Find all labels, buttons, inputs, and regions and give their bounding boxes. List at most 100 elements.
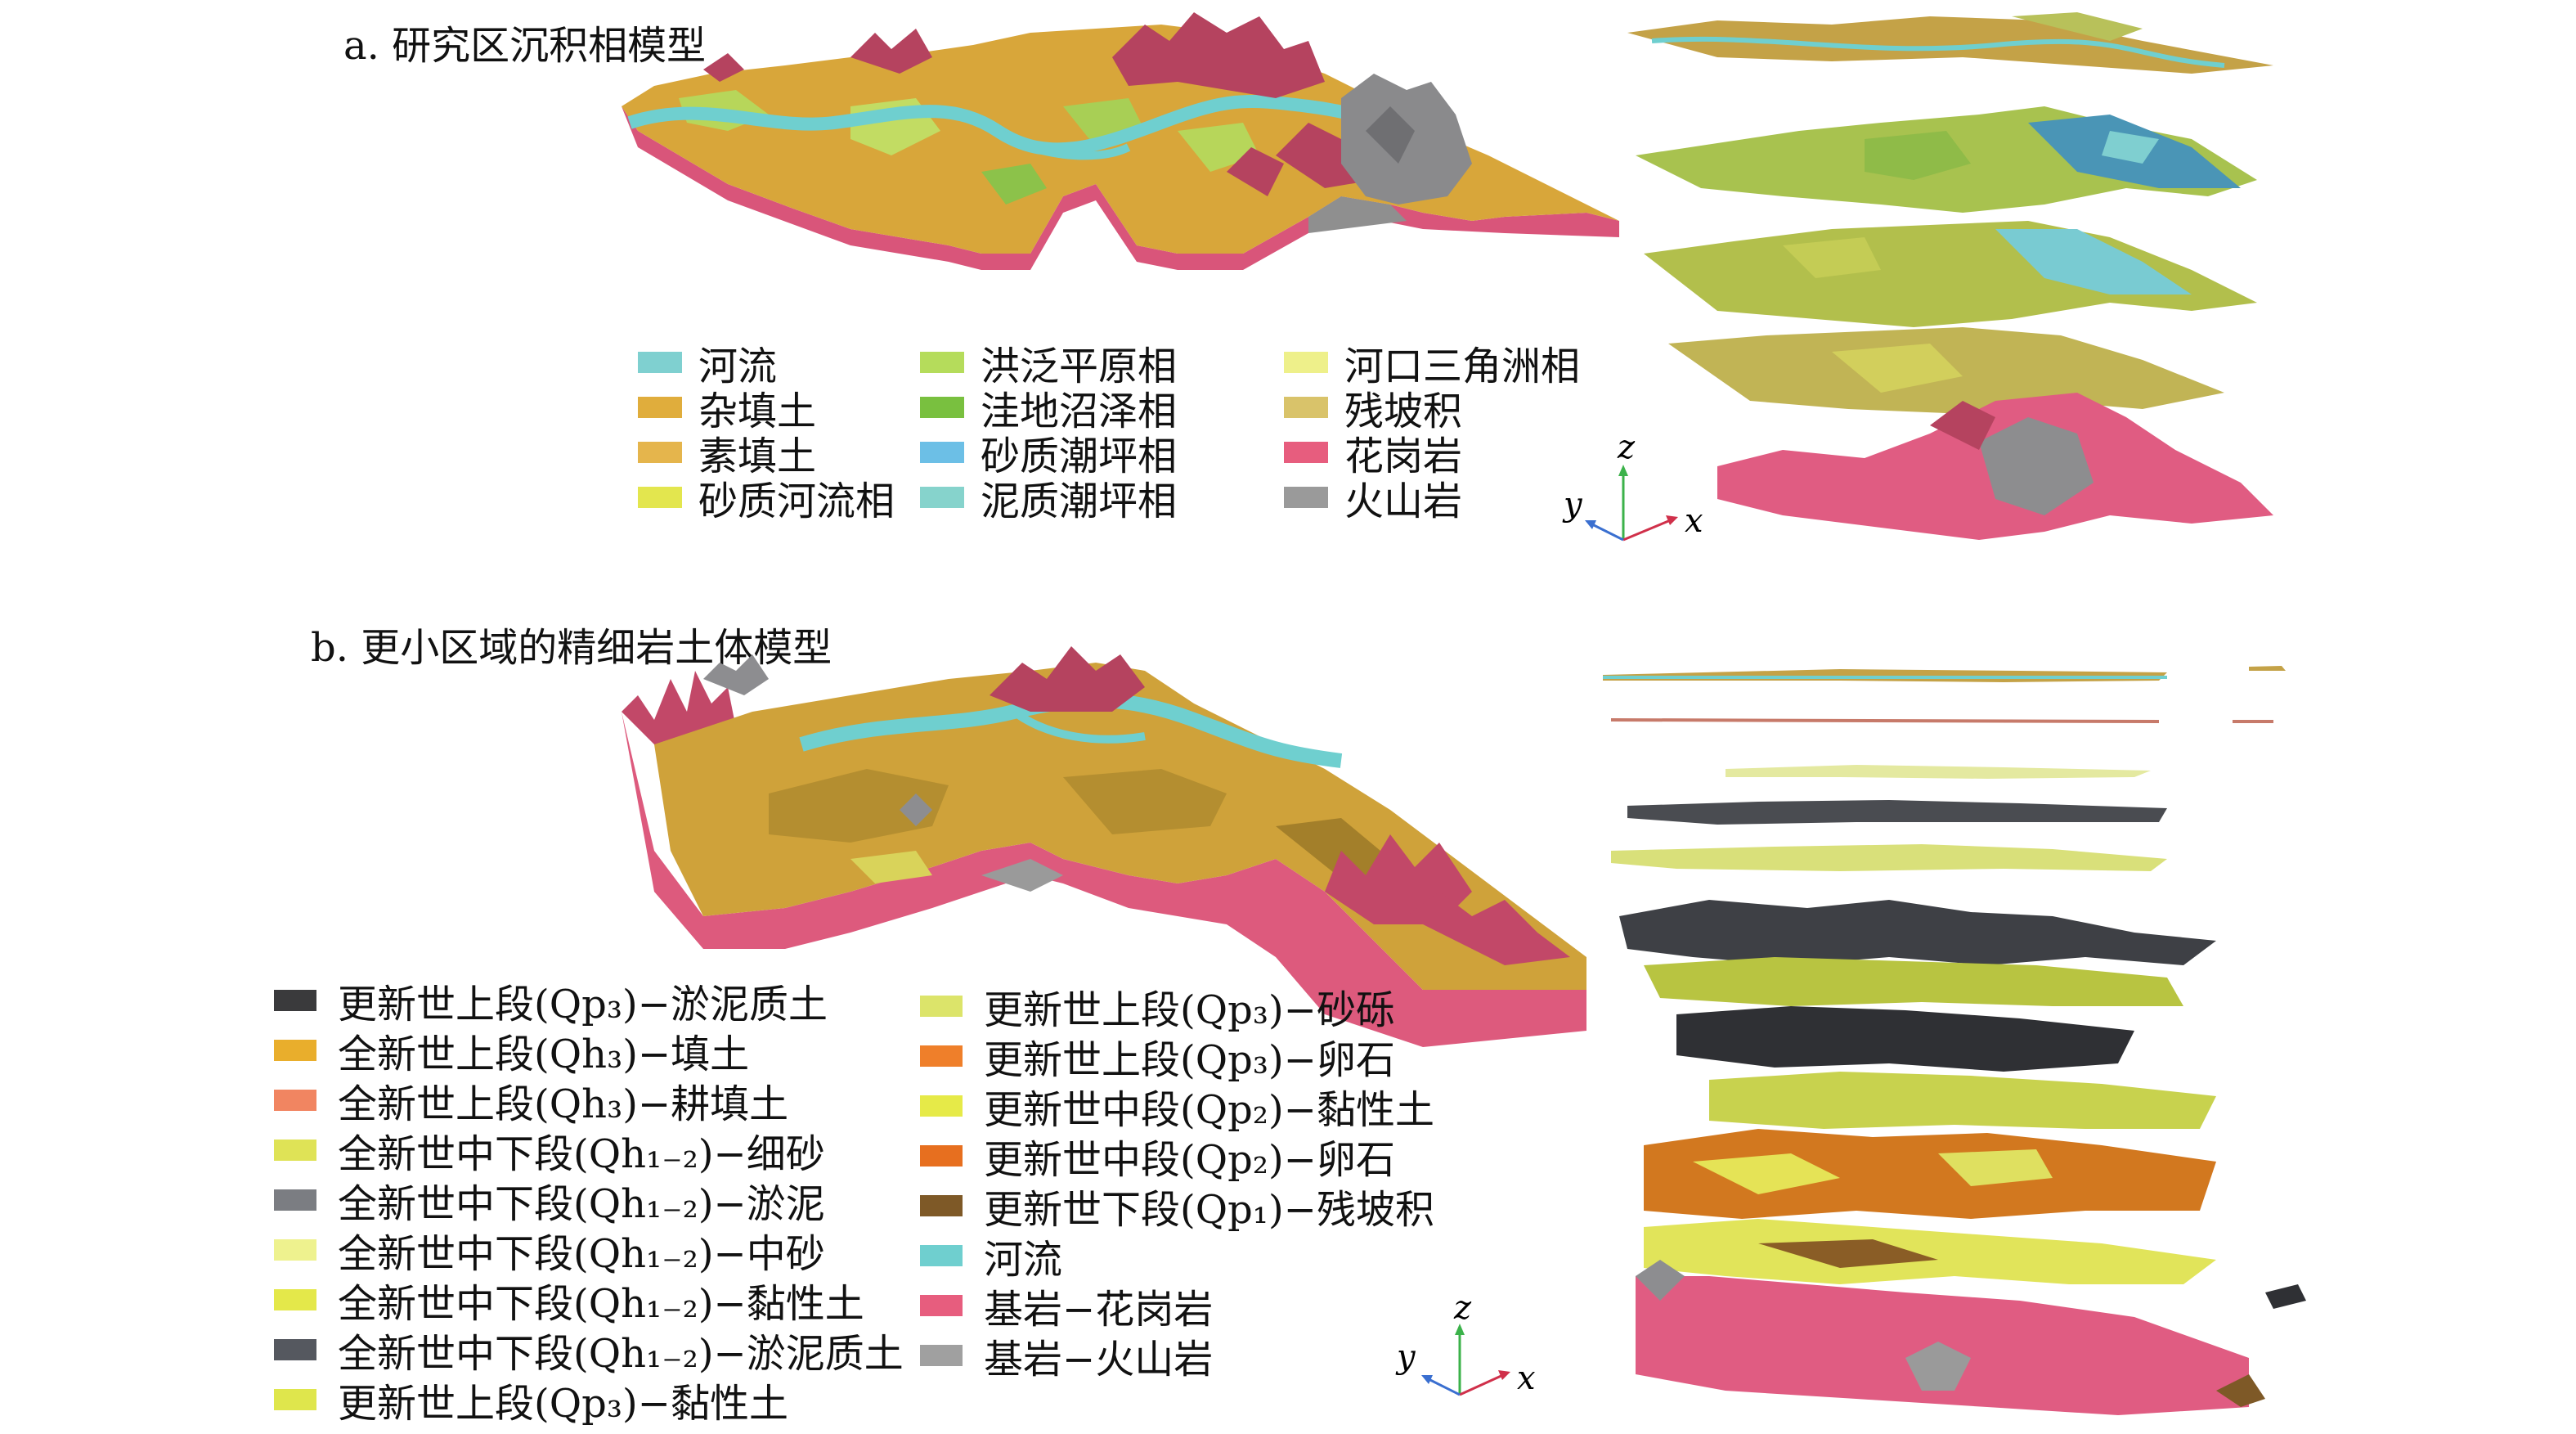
- legend-swatch: [638, 442, 682, 463]
- legend-label: 全新世上段(Qh₃)−填土: [338, 1032, 750, 1077]
- legend-swatch: [1284, 352, 1328, 373]
- legend-item: 全新世中下段(Qh₁₋₂)−黏性土: [274, 1271, 864, 1328]
- legend-swatch: [920, 487, 964, 508]
- legend-item: 更新世上段(Qp₃)−淤泥质土: [274, 972, 828, 1029]
- legend-swatch: [638, 397, 682, 418]
- legend-label: 全新世中下段(Qh₁₋₂)−中砂: [338, 1231, 825, 1277]
- legend-label: 更新世上段(Qp₃)−砂砾: [984, 987, 1395, 1033]
- legend-item: 更新世上段(Qp₃)−砂砾: [920, 978, 1395, 1035]
- legend-item: 全新世上段(Qh₃)−填土: [274, 1022, 749, 1079]
- legend-item: 全新世中下段(Qh₁₋₂)−中砂: [274, 1221, 825, 1279]
- legend-swatch: [1284, 442, 1328, 463]
- legend-label: 更新世中段(Qp₂)−卵石: [984, 1137, 1395, 1183]
- legend-label: 基岩−花岗岩: [984, 1287, 1214, 1333]
- legend-swatch: [274, 1040, 316, 1061]
- legend-item: 全新世中下段(Qh₁₋₂)−细砂: [274, 1122, 825, 1179]
- legend-label: 河流: [984, 1237, 1063, 1283]
- panel-a-axes-icon: z y x: [1562, 434, 1703, 542]
- legend-item: 洼地沼泽相: [920, 379, 1177, 436]
- legend-item: 更新世上段(Qp₃)−卵石: [920, 1027, 1395, 1085]
- legend-item: 火山岩: [1284, 469, 1462, 526]
- legend-label: 全新世中下段(Qh₁₋₂)−淤泥: [338, 1181, 825, 1227]
- axis-z-label: z: [1617, 434, 1636, 466]
- legend-label: 更新世中段(Qp₂)−黏性土: [984, 1087, 1434, 1133]
- legend-item: 河流: [638, 334, 777, 391]
- legend-swatch: [920, 442, 964, 463]
- legend-item: 砂质河流相: [638, 469, 895, 526]
- axis-y-label: y: [1562, 486, 1583, 524]
- legend-swatch: [638, 487, 682, 508]
- legend-item: 更新世上段(Qp₃)−黏性土: [274, 1371, 788, 1428]
- legend-label: 砂质潮坪相: [981, 434, 1178, 479]
- legend-label: 全新世上段(Qh₃)−耕填土: [338, 1081, 789, 1127]
- legend-swatch: [920, 352, 964, 373]
- legend-item: 河流: [920, 1227, 1062, 1284]
- legend-swatch: [274, 1140, 316, 1161]
- axis-z-label: z: [1453, 1292, 1472, 1327]
- legend-swatch: [274, 1339, 316, 1360]
- legend-item: 基岩−花岗岩: [920, 1277, 1213, 1334]
- legend-item: 泥质潮坪相: [920, 469, 1177, 526]
- legend-item: 花岗岩: [1284, 424, 1462, 481]
- legend-item: 残坡积: [1284, 379, 1462, 436]
- legend-swatch: [920, 1245, 963, 1266]
- legend-item: 全新世中下段(Qh₁₋₂)−淤泥质土: [274, 1321, 904, 1378]
- axis-y-label: y: [1395, 1338, 1416, 1376]
- legend-item: 全新世中下段(Qh₁₋₂)−淤泥: [274, 1171, 825, 1229]
- legend-item: 基岩−火山岩: [920, 1327, 1213, 1384]
- legend-swatch: [274, 1389, 316, 1410]
- legend-swatch: [274, 1289, 316, 1310]
- legend-label: 火山岩: [1344, 479, 1463, 524]
- legend-item: 更新世下段(Qp₁)−残坡积: [920, 1177, 1434, 1234]
- legend-label: 素填土: [698, 434, 817, 479]
- panel-b-axes-icon: z y x: [1395, 1292, 1536, 1397]
- legend-swatch: [920, 1345, 963, 1366]
- legend-item: 更新世中段(Qp₂)−卵石: [920, 1127, 1395, 1185]
- legend-label: 洪泛平原相: [981, 344, 1178, 389]
- legend-label: 更新世上段(Qp₃)−淤泥质土: [338, 982, 828, 1027]
- legend-label: 残坡积: [1344, 389, 1463, 434]
- legend-swatch: [274, 990, 316, 1011]
- legend-item: 杂填土: [638, 379, 816, 436]
- panel-b-3d-model: [622, 646, 1586, 1047]
- legend-label: 全新世中下段(Qh₁₋₂)−淤泥质土: [338, 1331, 904, 1377]
- legend-label: 河流: [698, 344, 778, 389]
- legend-item: 洪泛平原相: [920, 334, 1177, 391]
- legend-label: 基岩−火山岩: [984, 1337, 1214, 1382]
- legend-swatch: [920, 397, 964, 418]
- legend-swatch: [920, 1095, 963, 1117]
- legend-swatch: [920, 1045, 963, 1067]
- legend-swatch: [920, 1295, 963, 1316]
- legend-item: 素填土: [638, 424, 816, 481]
- legend-swatch: [920, 996, 963, 1017]
- legend-item: 全新世上段(Qh₃)−耕填土: [274, 1072, 788, 1129]
- legend-label: 更新世上段(Qp₃)−卵石: [984, 1037, 1395, 1083]
- legend-label: 杂填土: [698, 389, 817, 434]
- legend-swatch: [638, 352, 682, 373]
- panel-a-3d-model: [622, 12, 1619, 270]
- panel-a-title: a. 研究区沉积相模型: [343, 23, 707, 69]
- legend-swatch: [920, 1145, 963, 1167]
- axis-x-label: x: [1685, 502, 1703, 540]
- legend-label: 更新世上段(Qp₃)−黏性土: [338, 1381, 788, 1427]
- legend-label: 全新世中下段(Qh₁₋₂)−细砂: [338, 1131, 825, 1177]
- axis-x-label: x: [1517, 1360, 1536, 1397]
- panel-b-exploded-layers: [1603, 666, 2306, 1415]
- legend-swatch: [274, 1090, 316, 1111]
- legend-swatch: [274, 1189, 316, 1211]
- panel-a-exploded-layers: [1627, 12, 2273, 540]
- legend-label: 全新世中下段(Qh₁₋₂)−黏性土: [338, 1281, 864, 1327]
- legend-label: 花岗岩: [1344, 434, 1463, 479]
- legend-label: 砂质河流相: [698, 479, 895, 524]
- legend-label: 河口三角洲相: [1344, 344, 1581, 389]
- legend-item: 砂质潮坪相: [920, 424, 1177, 481]
- legend-label: 洼地沼泽相: [981, 389, 1178, 434]
- legend-swatch: [1284, 487, 1328, 508]
- legend-swatch: [920, 1195, 963, 1216]
- legend-label: 更新世下段(Qp₁)−残坡积: [984, 1187, 1434, 1233]
- legend-item: 河口三角洲相: [1284, 334, 1580, 391]
- legend-item: 更新世中段(Qp₂)−黏性土: [920, 1077, 1434, 1135]
- legend-swatch: [1284, 397, 1328, 418]
- legend-swatch: [274, 1239, 316, 1261]
- legend-label: 泥质潮坪相: [981, 479, 1178, 524]
